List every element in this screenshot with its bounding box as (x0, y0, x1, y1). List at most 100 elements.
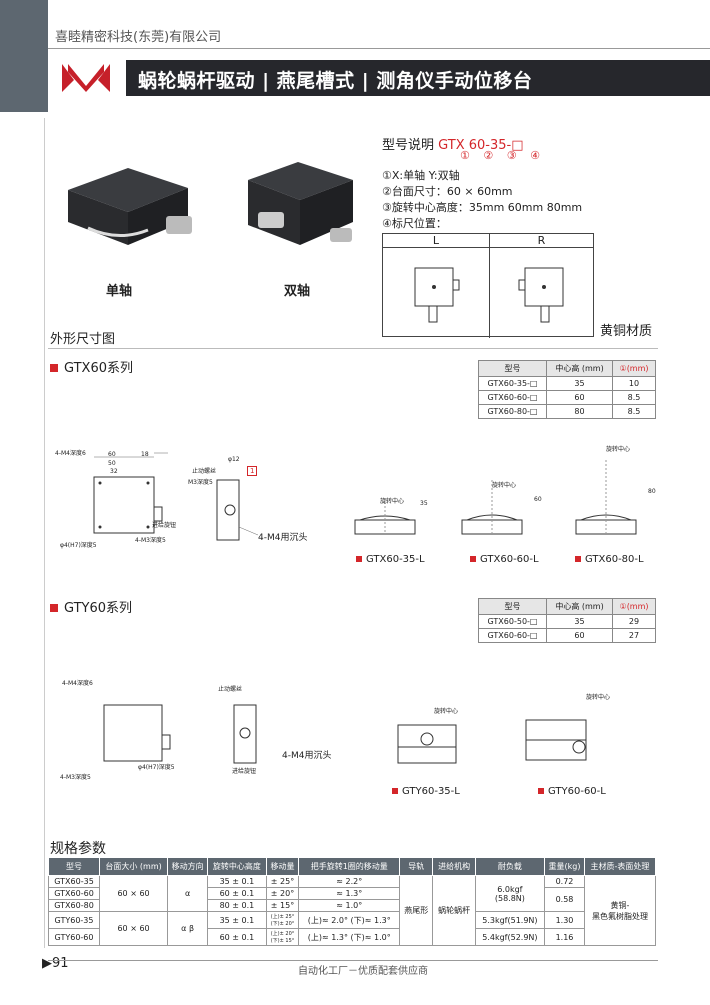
left-guide-line (44, 118, 45, 948)
model-line-1: ①X:单轴 Y:双轴 (382, 169, 460, 182)
col-model: 型号 (478, 598, 547, 615)
bullet-square-icon (470, 556, 476, 562)
cell: 0.72 (543, 875, 586, 888)
col-model: 型号 (478, 360, 547, 377)
table-row: GTY60-35 60 × 60 α β 35 ± 0.1 (上)± 25° (… (47, 911, 656, 946)
cell: 80 (545, 404, 614, 419)
gtx-phi12: φ12 (228, 456, 240, 463)
cell: GTX60-50-□ (478, 614, 547, 629)
cell: GTY60-60 (47, 928, 101, 946)
table-row: GTX60-35 60 × 60 α 35 ± 0.1 ± 25° ≈ 2.2°… (47, 875, 656, 946)
col-dim1: ①(mm) (612, 598, 656, 615)
gtx35-rot: 旋转中心 (380, 498, 405, 505)
cell: 6.0kgf (58.8N) (474, 875, 545, 912)
gtx-series-title: GTX60系列 (50, 357, 133, 376)
gty35-label: GTY60-35-L (392, 786, 460, 797)
gty-m4s-note: 4-M4用沉头 (282, 751, 332, 761)
gty60-rot: 旋转中心 (586, 694, 611, 701)
cell: ≈ 1.3° (298, 887, 401, 900)
scale-right-label: R (489, 234, 594, 248)
cell: 0.58 (543, 887, 586, 912)
col-material: 主材质-表面处理 (584, 857, 656, 876)
model-code-markers: ① ② ③ ④ (460, 149, 545, 162)
gty-m4-note: 4-M4深度6 (62, 680, 93, 687)
col-dim1: ①(mm) (612, 360, 656, 377)
model-title: 型号说明 GTX 60-35-□ (382, 134, 524, 153)
model-line-3: ③旋转中心高度：35mm 60mm 80mm (382, 201, 583, 214)
cell: 黄铜- 黑色氟树脂处理 (584, 875, 656, 946)
footer-rule (48, 960, 658, 961)
cell: 8.5 (612, 390, 656, 405)
page-number: ▶91 (42, 956, 69, 971)
col-guide: 导轨 (399, 857, 434, 876)
model-line-2: ②台面尺寸：60 × 60mm (382, 185, 513, 198)
gtx-dim-50: 50 (108, 460, 116, 467)
gtx80-rot: 旋转中心 (606, 446, 631, 453)
company-name: 喜睦精密科技(东莞)有限公司 (55, 30, 222, 45)
table-header-row: 型号 台面大小 (mm) 移动方向 旋转中心高度 移动量 把手旋转1圈的移动量 … (47, 857, 656, 876)
gtx-dimension-drawing (93, 452, 259, 541)
cell: 燕尾形 (399, 875, 434, 946)
cell: GTX60-60-□ (478, 390, 547, 405)
cell: GTX60-80-□ (478, 404, 547, 419)
cell: (上)± 20° (下)± 15° (265, 928, 300, 946)
gty35-rot: 旋转中心 (434, 708, 459, 715)
cell: (上)± 25° (下)± 20° (265, 911, 300, 929)
table-row: GTY60-60 60 ± 0.1 (上)± 20° (下)± 15° (上)≈… (47, 928, 656, 946)
gty60-label-text: GTY60-60-L (548, 786, 606, 797)
cell: 60 × 60 (99, 875, 169, 912)
cell: ≈ 1.0° (298, 899, 401, 912)
gtx-m3-note: 4-M3深度5 (135, 537, 166, 544)
gtx35-label: GTX60-35-L (356, 554, 425, 565)
cell: 60 ± 0.1 (207, 928, 267, 946)
cell: 蜗轮蜗杆 (432, 875, 476, 946)
scale-left-label: L (383, 234, 489, 248)
cell: ≈ 2.2° (298, 875, 401, 888)
gty-m3-note: 4-M3深度5 (60, 774, 91, 781)
cell: GTX60-60-□ (478, 628, 547, 643)
cell: GTY60-35 (47, 911, 101, 929)
col-load: 耐负载 (474, 857, 545, 876)
table-row: GTX60-80 80 ± 0.1 ± 15° ≈ 1.0° (47, 899, 656, 912)
gtx-stop-note: 止动螺丝 (192, 468, 217, 475)
gtx-h80: 80 (648, 488, 656, 495)
gtx-m4-note: 4-M4深度6 (55, 450, 86, 457)
gty-series-title: GTY60系列 (50, 597, 132, 616)
gtx-dim-32: 32 (110, 468, 118, 475)
gtx-h60: 60 (534, 496, 542, 503)
gtx80-label-text: GTX60-80-L (585, 554, 644, 565)
cell: ± 15° (265, 899, 300, 912)
gtx35-label-text: GTX60-35-L (366, 554, 425, 565)
bullet-square-icon (392, 788, 398, 794)
single-axis-photo (68, 168, 192, 245)
cell: GTX60-35-□ (478, 376, 547, 391)
gtx60-label-text: GTX60-60-L (480, 554, 539, 565)
gty-series-label: GTY60系列 (64, 601, 133, 616)
bullet-square-icon (538, 788, 544, 794)
cell: 60 × 60 (99, 911, 169, 946)
page-number-text: 91 (52, 956, 69, 971)
page-title: 蜗轮蜗杆驱动 | 燕尾槽式 | 测角仪手动位移台 (126, 60, 710, 96)
cell: ± 20° (265, 887, 300, 900)
col-center-height: 中心高 (mm) (545, 598, 614, 615)
gtx-dim-60: 60 (108, 451, 116, 458)
gtx80-label: GTX60-80-L (575, 554, 644, 565)
gtx60-rot: 旋转中心 (492, 482, 517, 489)
outline-title: 外形尺寸图 (50, 332, 116, 347)
col-feed: 进给机构 (432, 857, 476, 876)
gtx-marker-1: 1 (247, 466, 258, 476)
header-rule (48, 48, 710, 49)
double-axis-caption: 双轴 (284, 284, 311, 299)
cell: 5.4kgf(52.9N) (474, 928, 545, 946)
col-height: 旋转中心高度 (207, 857, 267, 876)
gtx-series-label: GTX60系列 (64, 361, 133, 376)
gtx-m4s-note: 4-M4用沉头 (258, 533, 308, 543)
footer-text: 自动化工厂－优质配套供应商 (298, 966, 428, 977)
scale-left-diagram (414, 267, 460, 323)
gty-dimension-drawings (103, 704, 587, 764)
cell: 10 (612, 376, 656, 391)
col-center-height: 中心高 (mm) (545, 360, 614, 377)
